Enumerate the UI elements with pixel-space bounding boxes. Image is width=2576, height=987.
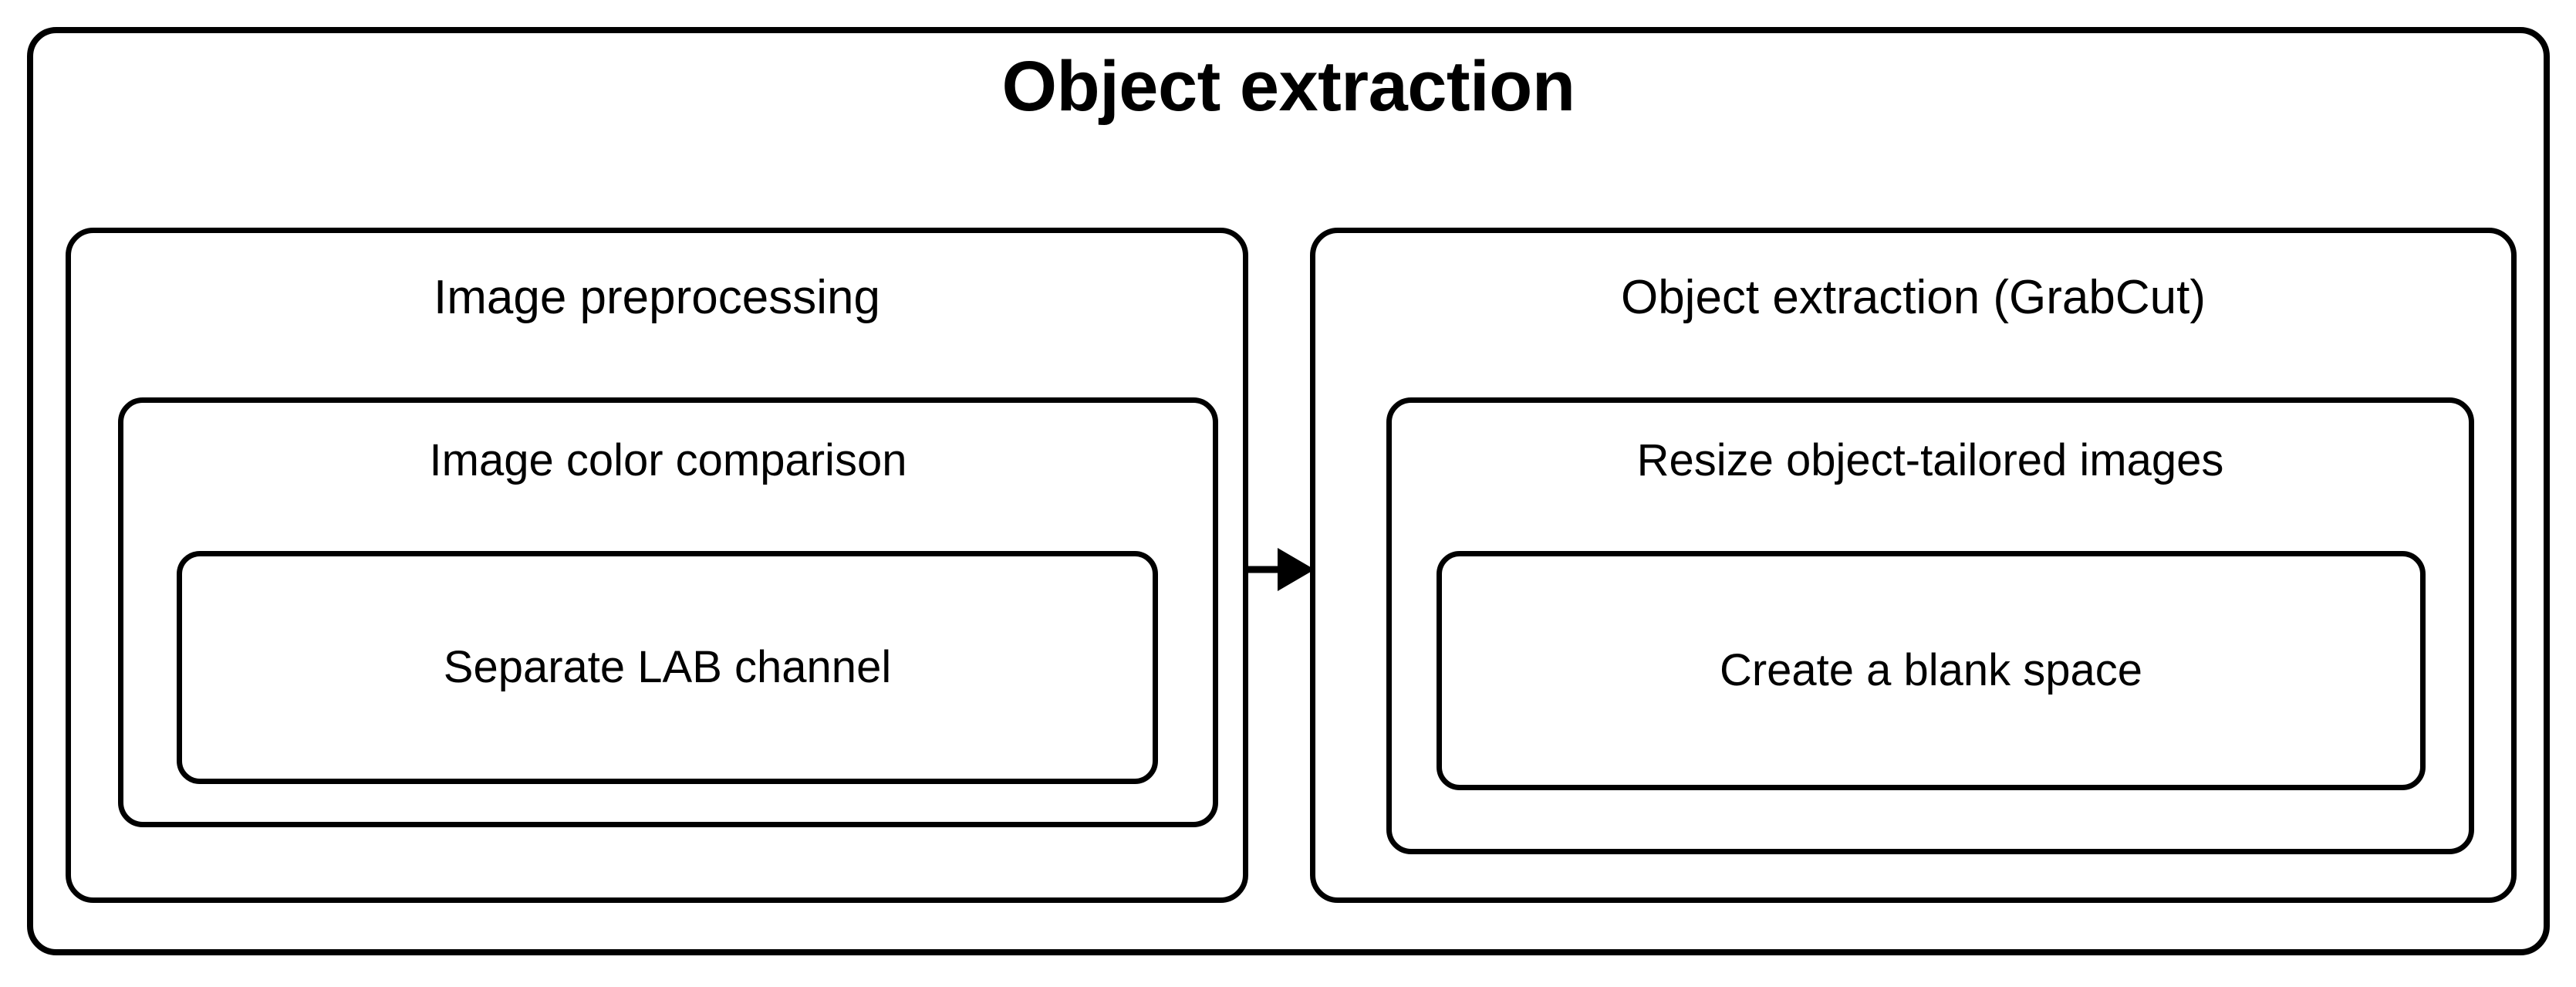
stage-panel-image-preprocessing: Image preprocessing Image color comparis… [66, 228, 1248, 903]
box-title-image-color-comparison: Image color comparison [429, 435, 907, 485]
page-title: Object extraction [1001, 47, 1575, 126]
stage-title-image-preprocessing: Image preprocessing [434, 271, 880, 324]
stage-title-object-extraction-grabcut: Object extraction (GrabCut) [1620, 271, 2206, 324]
box-title-separate-lab-channel: Separate LAB channel [443, 641, 892, 692]
arrow-right-icon [1244, 540, 1318, 599]
box-resize-object-tailored-images: Resize object-tailored images Create a b… [1386, 397, 2474, 854]
box-create-a-blank-space: Create a blank space [1437, 551, 2426, 790]
box-image-color-comparison: Image color comparison Separate LAB chan… [118, 397, 1218, 827]
box-separate-lab-channel: Separate LAB channel [177, 551, 1158, 784]
box-title-resize-object-tailored-images: Resize object-tailored images [1636, 435, 2224, 485]
box-title-create-a-blank-space: Create a blank space [1719, 644, 2143, 695]
stage-panel-object-extraction-grabcut: Object extraction (GrabCut) Resize objec… [1310, 228, 2517, 903]
